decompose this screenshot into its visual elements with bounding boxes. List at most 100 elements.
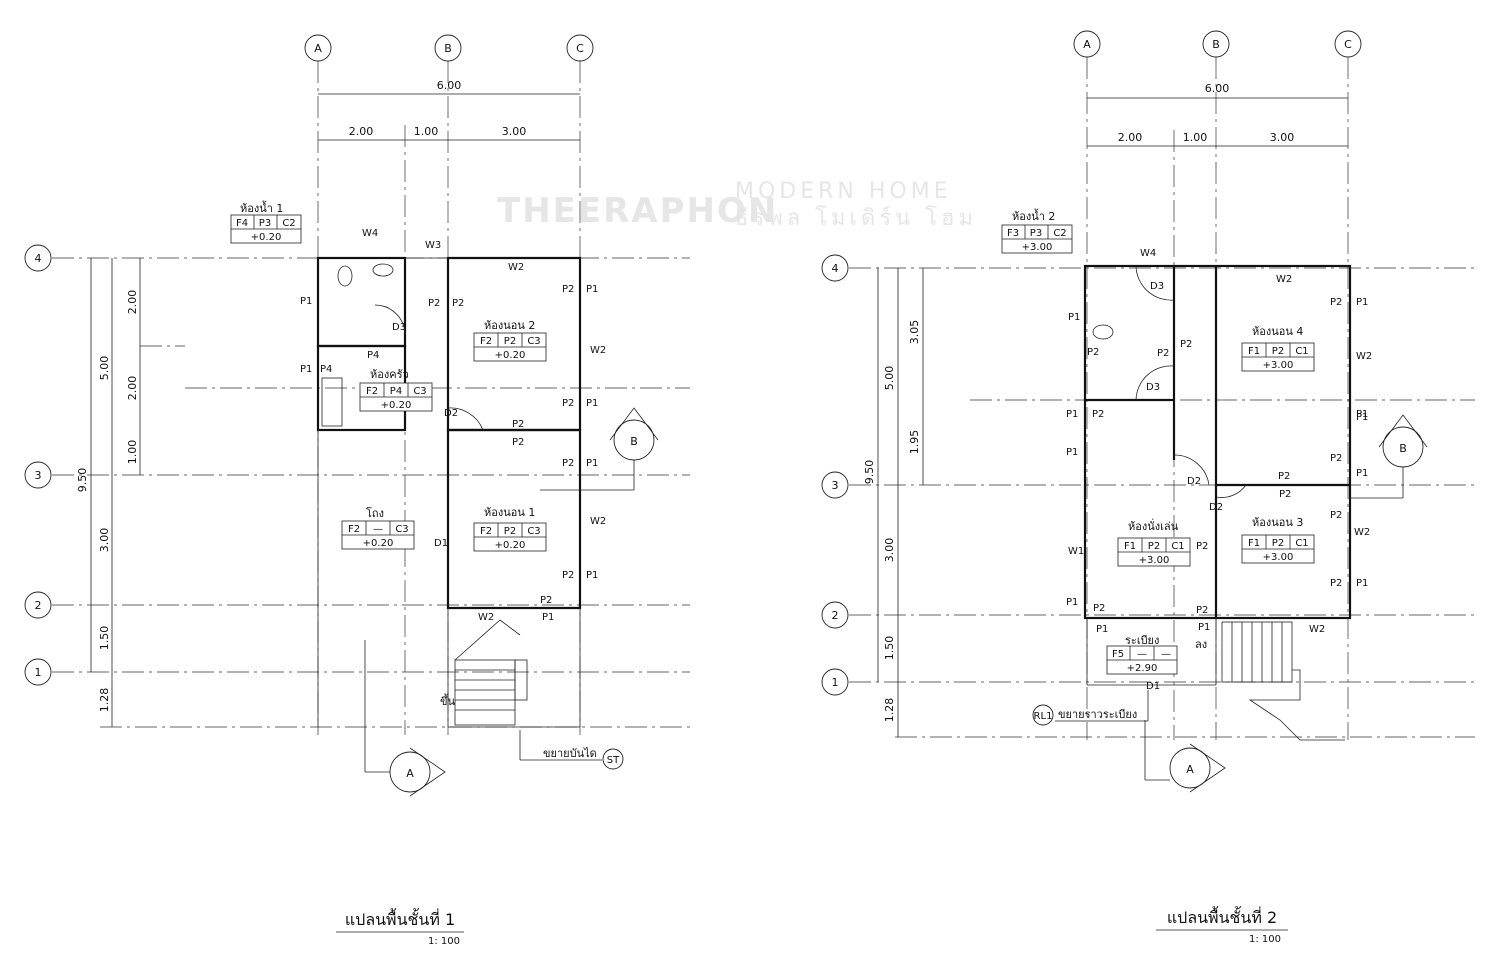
- room-living: ห้องนั่งเล่น F1 P2 C1 +3.00: [1117, 518, 1191, 567]
- grid-label-c: C: [576, 42, 584, 55]
- tag: P4: [320, 364, 332, 375]
- toilet-icon: [337, 265, 353, 287]
- grid-bubble-2: [24, 591, 52, 619]
- plan-1: A B C 6.00 2.00 1.00 3.00 4 3 2 1: [24, 34, 690, 947]
- tag: W2: [478, 612, 494, 623]
- tag: P2: [1196, 541, 1208, 552]
- stair-down-label: ลง: [1195, 638, 1207, 651]
- room-code-f: F3: [1007, 228, 1019, 239]
- watermark: THEERAPHON MODERN HOME ธีรพล โมเดิร์น โฮ…: [497, 179, 973, 231]
- dim-y-3: 3.00: [883, 538, 896, 563]
- room-name: ห้องน้ำ 1: [240, 200, 283, 215]
- tag: P1: [1356, 409, 1368, 420]
- grid-label-a: A: [1083, 38, 1091, 51]
- room-code-c: —: [1161, 649, 1171, 660]
- room-level: +3.00: [1263, 552, 1294, 563]
- grid-label-4: 4: [832, 262, 839, 275]
- tag: D1: [1146, 681, 1160, 692]
- grid-bubble-3: [24, 461, 52, 489]
- room-code-p: P2: [504, 336, 516, 347]
- tag: W2: [590, 516, 606, 527]
- room-code-p: —: [1137, 649, 1147, 660]
- room-code-p: P4: [390, 386, 402, 397]
- room-code-c: C2: [282, 218, 295, 229]
- stair-ref-bubble: [602, 748, 624, 770]
- room-hall: โถง F2 — C3 +0.20: [341, 506, 415, 550]
- room-bedroom-2: ห้องนอน 2 F2 P2 C3 +0.20: [473, 319, 547, 362]
- tag: P2: [1330, 578, 1342, 589]
- tag: D2: [444, 408, 458, 419]
- tag: P2: [1279, 489, 1291, 500]
- room-name: ห้องนั่งเล่น: [1128, 518, 1179, 533]
- section-label: A: [406, 767, 414, 780]
- plan-2-tags: W4 D3 P1 P2 P2 D3 P2 P1 P2 P2 P1 W2 P1 P…: [1066, 248, 1372, 692]
- rail-callout: RL1 ขยายราวระเบียง: [1032, 690, 1149, 726]
- room-code-f: F2: [348, 524, 360, 535]
- dim-y-2: 2.00: [126, 376, 139, 401]
- room-balcony: ระเบียง F5 — — +2.90: [1106, 634, 1178, 675]
- room-level: +2.90: [1127, 663, 1158, 674]
- dim-5: 5.00: [98, 356, 111, 381]
- dim-total-y: 9.50: [863, 460, 876, 485]
- dim-y-5: 1.28: [883, 698, 896, 723]
- rail-ref: RL1: [1034, 711, 1053, 722]
- dim-x-3: 3.00: [502, 125, 527, 138]
- stair-note: ขยายบันได: [543, 747, 597, 760]
- tag: P1: [1066, 447, 1078, 458]
- room-bedroom-4: ห้องนอน 4 F1 P2 C1 +3.00: [1241, 325, 1315, 372]
- room-level: +0.20: [251, 232, 282, 243]
- section-marker-b: B: [540, 407, 659, 491]
- tag: P2: [1092, 409, 1104, 420]
- tag: P2: [562, 398, 574, 409]
- room-code-p: P2: [504, 526, 516, 537]
- room-code-f: F1: [1124, 541, 1136, 552]
- room-name: ระเบียง: [1125, 634, 1159, 647]
- tag: P2: [1330, 510, 1342, 521]
- room-code-f: F2: [480, 526, 492, 537]
- dim-x-3: 3.00: [1270, 131, 1295, 144]
- tag: P2: [1157, 348, 1169, 359]
- tag: D2: [1187, 476, 1201, 487]
- room-code-c: C1: [1295, 538, 1308, 549]
- room-level: +3.00: [1263, 360, 1294, 371]
- tag: P1: [542, 612, 554, 623]
- room-kitchen: ห้องครัว F2 P4 C3 +0.20: [359, 368, 433, 412]
- tag: P1: [1198, 622, 1210, 633]
- tag: P2: [512, 437, 524, 448]
- room-code-c: C3: [527, 336, 540, 347]
- tag: P2: [512, 419, 524, 430]
- grid-bubble-1: [821, 668, 849, 696]
- plan-2-title: แปลนพื้นชั้นที่ 2: [1167, 906, 1277, 927]
- tag: W1: [1068, 546, 1084, 557]
- section-marker-a: A: [364, 640, 446, 797]
- section-marker-a: A: [1144, 720, 1226, 793]
- tag: D3: [392, 322, 406, 333]
- tag: D2: [1209, 502, 1223, 513]
- tag: P2: [1180, 339, 1192, 350]
- room-level: +3.00: [1022, 242, 1053, 253]
- room-code-f: F5: [1112, 649, 1124, 660]
- tag: P1: [586, 570, 598, 581]
- room-code-c: C2: [1053, 228, 1066, 239]
- room-code-c: C3: [413, 386, 426, 397]
- grid-bubble-3: [821, 471, 849, 499]
- section-marker-b: B: [1350, 414, 1428, 499]
- grid-label-b: B: [444, 42, 452, 55]
- dim-y-4: 3.00: [98, 528, 111, 553]
- basin-icon: [372, 263, 394, 277]
- door-swing-icon: [1135, 265, 1175, 301]
- watermark-tagline: MODERN HOME: [735, 179, 952, 204]
- room-code-c: C1: [1171, 541, 1184, 552]
- tag: P2: [562, 284, 574, 295]
- toilet-icon: [1092, 324, 1114, 340]
- dim-x-2: 1.00: [414, 125, 439, 138]
- dim-y-6: 1.28: [98, 688, 111, 713]
- room-code-p: P2: [1272, 538, 1284, 549]
- room-code-p: P3: [1030, 228, 1042, 239]
- dim-total-x: 6.00: [1205, 82, 1230, 95]
- grid-bubble-2: [821, 601, 849, 629]
- tag: P2: [428, 298, 440, 309]
- grid-label-1: 1: [35, 666, 42, 679]
- room-code-c: C1: [1295, 346, 1308, 357]
- section-label: B: [1399, 442, 1407, 455]
